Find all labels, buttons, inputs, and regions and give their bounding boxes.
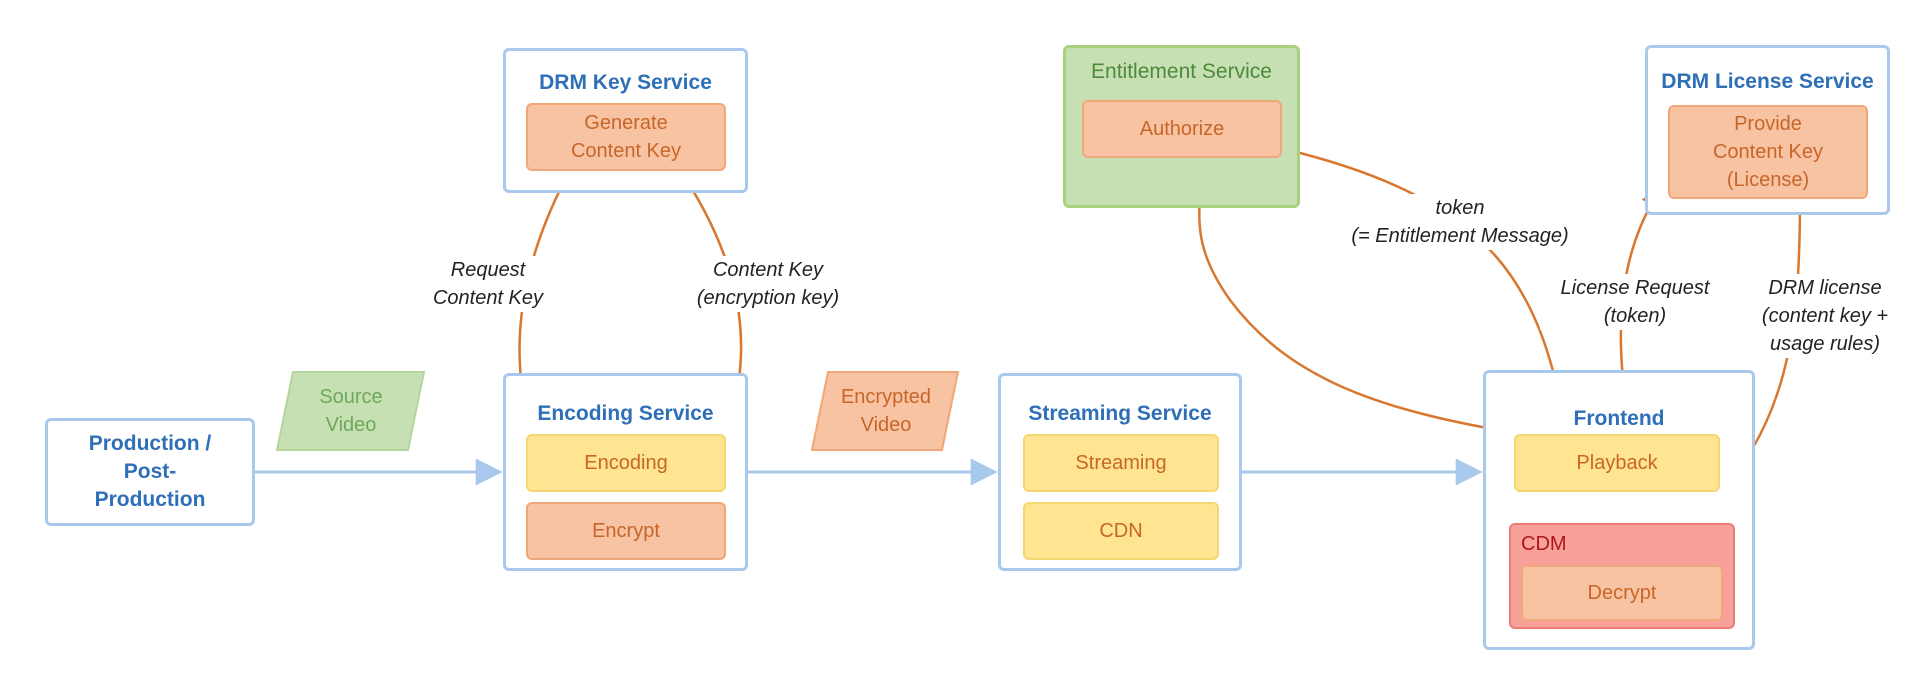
encrypt-box: Encrypt bbox=[526, 502, 726, 560]
streaming-box: Streaming bbox=[1023, 434, 1219, 492]
content-key-label: Content Key (encryption key) bbox=[683, 256, 853, 312]
cdn-box: CDN bbox=[1023, 502, 1219, 560]
streaming-service-title: Streaming Service bbox=[1028, 402, 1212, 425]
drm-key-service-title: DRM Key Service bbox=[539, 71, 712, 94]
production-label: Production / Post- Production bbox=[88, 432, 212, 511]
playback-label: Playback bbox=[1576, 452, 1658, 474]
cdm-label: CDM bbox=[1521, 533, 1567, 555]
generate-content-key-label: Generate Content Key bbox=[570, 112, 682, 162]
drm-license-label: DRM license (content key + usage rules) bbox=[1750, 274, 1900, 358]
encoding-box: Encoding bbox=[526, 434, 726, 492]
entitlement-service-title: Entitlement Service bbox=[1091, 60, 1272, 83]
encoding-service-title: Encoding Service bbox=[537, 402, 714, 425]
drm-license-service-title: DRM License Service bbox=[1661, 70, 1874, 93]
source-video-label: Source Video bbox=[319, 386, 383, 436]
streaming-service: Streaming Service Streaming CDN bbox=[998, 373, 1242, 571]
provide-content-key-label: Provide Content Key (License) bbox=[1712, 113, 1824, 191]
playback-box: Playback bbox=[1514, 434, 1720, 492]
frontend-service: Frontend Playback CDM Decrypt bbox=[1483, 370, 1755, 650]
authorize-box: Authorize bbox=[1082, 100, 1282, 158]
entitlement-service: Entitlement Service Authorize bbox=[1063, 45, 1300, 208]
generate-content-key-box: Generate Content Key bbox=[526, 103, 726, 171]
request-content-key-label: Request Content Key bbox=[418, 256, 558, 312]
drm-key-service: DRM Key Service Generate Content Key bbox=[503, 48, 748, 193]
provide-content-key-box: Provide Content Key (License) bbox=[1668, 105, 1868, 199]
production-node: Production / Post- Production bbox=[45, 418, 255, 526]
cdn-label: CDN bbox=[1099, 520, 1143, 542]
encoding-label: Encoding bbox=[584, 452, 668, 474]
decrypt-label: Decrypt bbox=[1587, 582, 1657, 604]
cdm-container: CDM Decrypt bbox=[1509, 523, 1735, 629]
authorize-label: Authorize bbox=[1139, 118, 1225, 140]
streaming-label: Streaming bbox=[1075, 452, 1167, 474]
license-request-label: License Request (token) bbox=[1540, 274, 1730, 330]
encrypted-video-label: Encrypted Video bbox=[840, 386, 932, 436]
decrypt-box: Decrypt bbox=[1521, 565, 1723, 621]
encrypted-video-shape bbox=[810, 371, 960, 451]
encrypt-label: Encrypt bbox=[592, 520, 660, 542]
drm-license-service: DRM License Service Provide Content Key … bbox=[1645, 45, 1890, 215]
frontend-title: Frontend bbox=[1573, 407, 1665, 430]
encoding-service: Encoding Service Encoding Encrypt bbox=[503, 373, 748, 571]
source-video-shape bbox=[275, 371, 426, 451]
token-label: token (= Entitlement Message) bbox=[1330, 194, 1590, 250]
